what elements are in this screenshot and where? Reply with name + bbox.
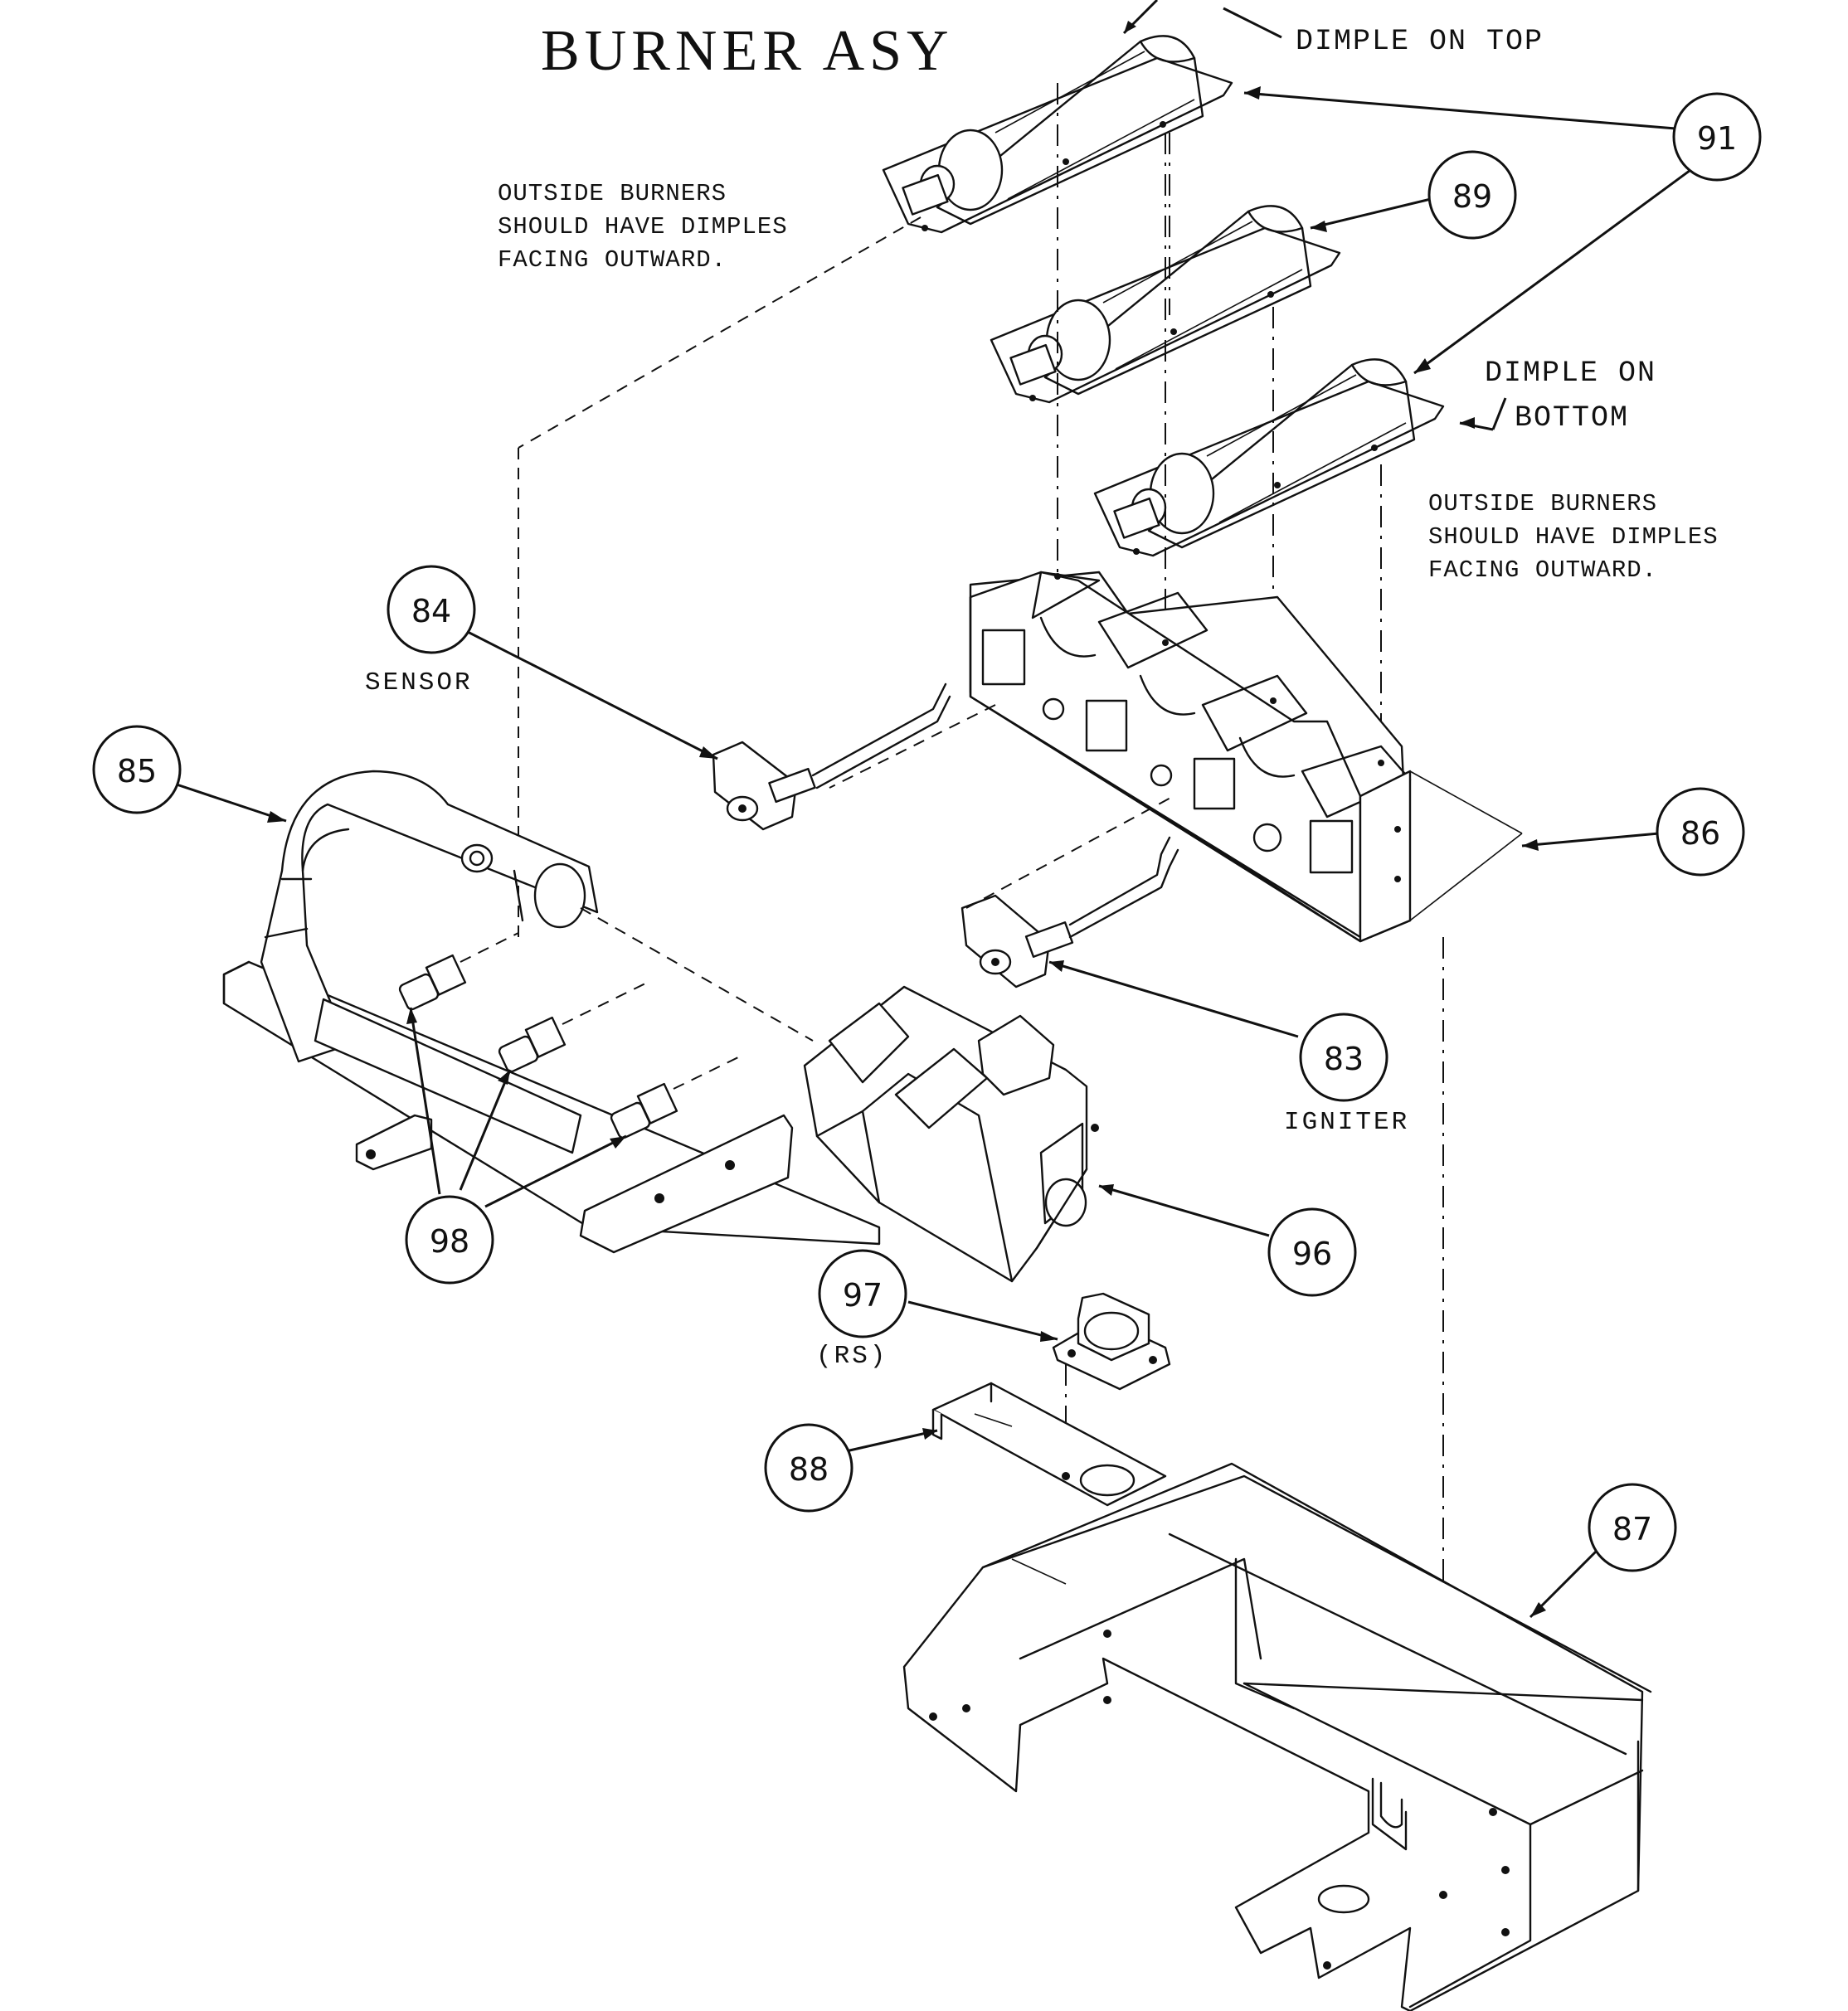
label-dimple-on-bottom-line2: BOTTOM (1515, 401, 1630, 435)
leader-lines (173, 0, 1697, 1619)
dash-sensor-to-bracket (829, 704, 996, 789)
dash-manifold-to-valve (580, 907, 814, 1042)
bubble-88: 88 (764, 1423, 853, 1513)
svg-text:98: 98 (430, 1223, 469, 1260)
rollout-switch (1052, 1292, 1171, 1476)
orifice-1 (398, 932, 519, 1011)
burner-bottom (1093, 358, 1445, 557)
svg-text:83: 83 (1324, 1041, 1364, 1077)
svg-text:91: 91 (1697, 120, 1737, 157)
label-rs: (RS) (816, 1342, 888, 1371)
bubble-97: 97 (818, 1249, 907, 1338)
bubble-89: 89 (1427, 150, 1517, 240)
diagram-title: BURNER ASY (541, 19, 954, 83)
bubble-83: 83 (1299, 1013, 1388, 1102)
dash-igniter-to-bracket (965, 795, 1174, 909)
bubble-91: 91 (1672, 92, 1762, 182)
orifice-3 (610, 1057, 739, 1139)
bubble-96: 96 (1267, 1207, 1357, 1297)
burner-orifices (398, 932, 739, 1139)
dash-burner-to-sensor (518, 216, 922, 449)
svg-text:97: 97 (843, 1277, 883, 1314)
svg-text:89: 89 (1452, 178, 1492, 215)
svg-text:85: 85 (117, 753, 157, 789)
label-dimple-on-top: DIMPLE ON TOP (1296, 25, 1544, 58)
svg-text:96: 96 (1292, 1236, 1332, 1272)
gas-valve (803, 985, 1099, 1283)
burner-bracket (969, 571, 1523, 943)
flame-sensor (712, 682, 996, 831)
note-outside-burners-left: OUTSIDE BURNERS SHOULD HAVE DIMPLES FACI… (498, 180, 788, 274)
svg-text:88: 88 (789, 1451, 829, 1488)
label-dimple-on-bottom-line1: DIMPLE ON (1485, 357, 1657, 390)
orifice-2 (498, 982, 648, 1073)
svg-text:84: 84 (411, 593, 451, 629)
label-igniter: IGNITER (1284, 1108, 1410, 1137)
svg-text:86: 86 (1680, 815, 1720, 852)
bubble-98: 98 (405, 1195, 494, 1285)
label-sensor: SENSOR (365, 668, 473, 697)
bubble-87: 87 (1588, 1483, 1677, 1572)
note-outside-burners-right: OUTSIDE BURNERS SHOULD HAVE DIMPLES FACI… (1428, 490, 1719, 584)
igniter (960, 795, 1179, 988)
bubble-85: 85 (92, 725, 182, 814)
bubble-84: 84 (387, 565, 476, 654)
svg-text:87: 87 (1612, 1511, 1652, 1547)
bubble-86: 86 (1656, 787, 1745, 877)
gas-manifold (222, 770, 881, 1254)
part-number-bubbles: 91 89 84 85 86 83 (92, 92, 1762, 1572)
burner-base (902, 1462, 1652, 2011)
rollout-bracket (931, 1382, 1167, 1507)
